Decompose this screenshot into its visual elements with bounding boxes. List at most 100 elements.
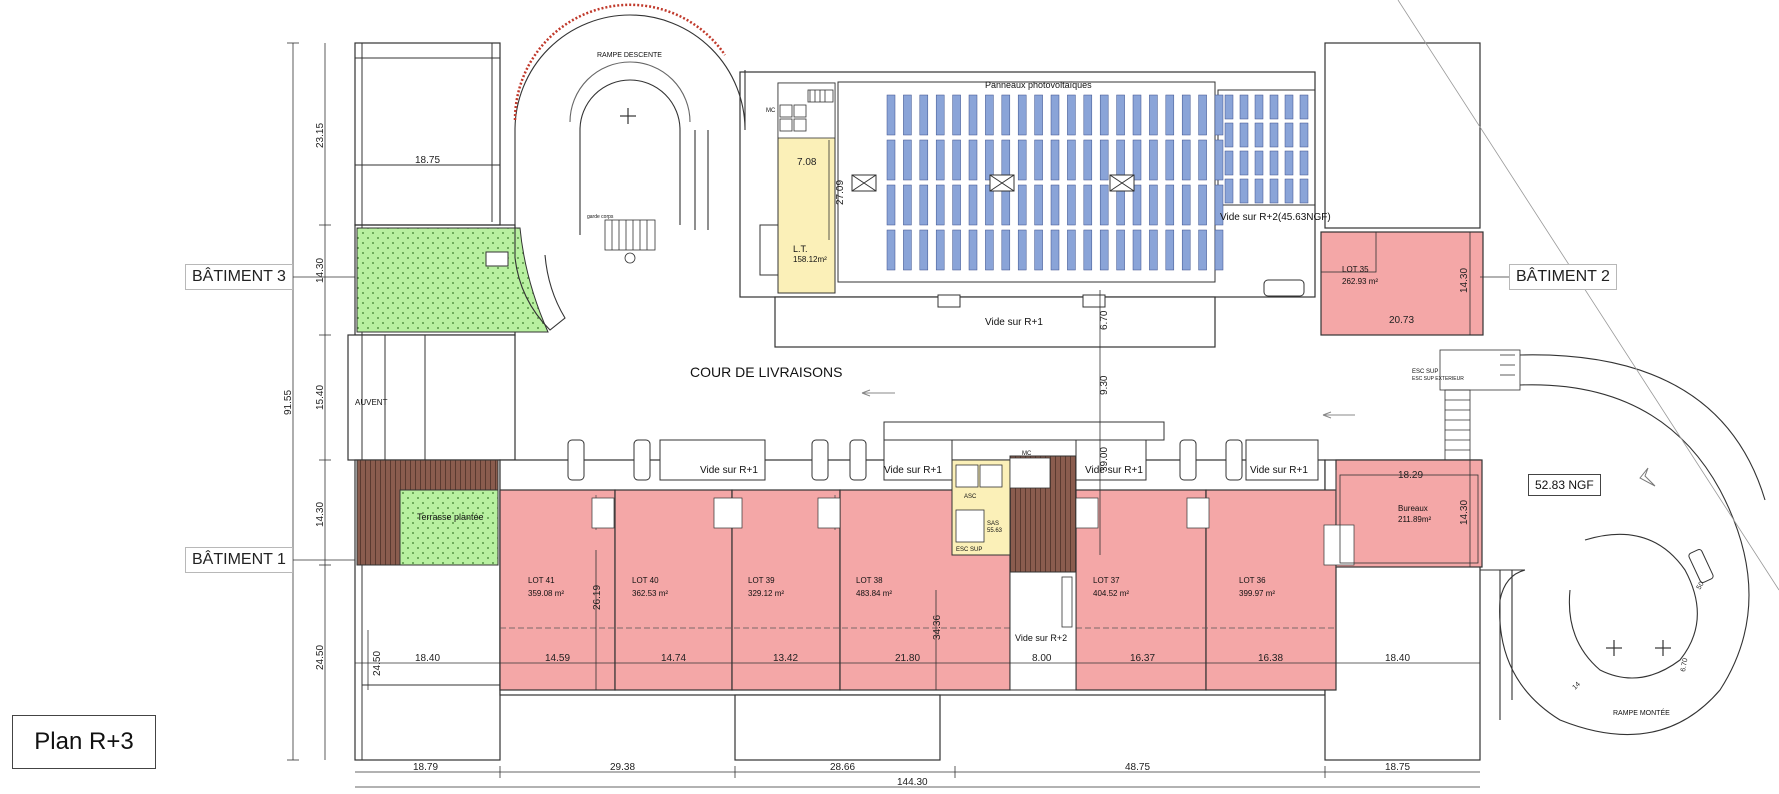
pv-panel [919, 94, 929, 136]
lot-36-name: LOT 36 [1239, 576, 1266, 585]
pv-panel [1224, 178, 1234, 204]
void-r1-roof-label: Vide sur R+1 [985, 317, 1043, 328]
lot-stairs [591, 497, 1355, 566]
pv-panel [1001, 229, 1011, 271]
bureaux-inner [1339, 474, 1479, 564]
pv-panel [1284, 178, 1294, 204]
pv-panel [1254, 94, 1264, 120]
dim-34-36: 34.36 [932, 615, 943, 640]
pv-panel [968, 229, 978, 271]
core-lift [955, 457, 1051, 543]
pv-panel [1239, 94, 1249, 120]
pv-panel [985, 94, 994, 136]
garde-corps-label: garde corps [587, 214, 614, 220]
pv-panel [1067, 139, 1076, 181]
pv-panel [1067, 94, 1076, 136]
pv-panel [1099, 184, 1109, 226]
pv-panel [1149, 229, 1158, 271]
pv-panel [935, 184, 945, 226]
esc-sup-b: ESC SUP [1412, 369, 1438, 375]
pv-panel [886, 184, 896, 226]
pv-panel [886, 139, 896, 181]
pv-panel [1099, 139, 1109, 181]
mc-top-label: MC [766, 108, 776, 114]
bureaux-name: Bureaux [1398, 504, 1428, 513]
dim-14-30-lot35: 14.30 [1459, 268, 1470, 293]
pv-panel [1165, 139, 1175, 181]
dim-16-37: 16.37 [1130, 653, 1155, 664]
pv-panel [952, 229, 961, 271]
pv-panel [968, 184, 978, 226]
lot-40-area: 362.53 m² [632, 589, 668, 598]
lot-38-area: 483.84 m² [856, 589, 892, 598]
pv-panel [1050, 229, 1060, 271]
dim-9-30: 9.30 [1099, 375, 1110, 395]
lot-35-area: 262.93 m² [1342, 277, 1378, 286]
pv-panel [935, 139, 945, 181]
void-r2-center-label: Vide sur R+2 [1015, 633, 1067, 643]
dim-b-18-75: 18.75 [1385, 762, 1410, 773]
descent-ramp [514, 14, 746, 331]
parking-space [1225, 439, 1243, 481]
dim-ramp-14: 14 [1571, 681, 1582, 692]
pv-panel [1149, 139, 1158, 181]
pv-panel [1299, 150, 1309, 176]
sas-area: 55.63 [987, 528, 1003, 534]
esc-sup-a: ESC SUP [956, 547, 982, 553]
auvent-label: AUVENT [355, 398, 388, 407]
pv-panel [1034, 229, 1043, 271]
pv-panel [1017, 139, 1027, 181]
pv-panel [1198, 139, 1207, 181]
pv-panel [1050, 94, 1060, 136]
parking-space [633, 439, 651, 481]
dim-v-14-30b: 14.30 [315, 502, 326, 527]
dim-7-08: 7.08 [797, 157, 817, 168]
terrace-b1 [399, 489, 499, 566]
pv-panel [1083, 184, 1093, 226]
pv-panel [1149, 184, 1158, 226]
courtyard-label: COUR DE LIVRAISONS [690, 364, 842, 380]
plan-labels: RAMPE DESCENTE RAMPE MONTÉE Panneaux pho… [355, 52, 1670, 717]
pv-panel [1239, 150, 1249, 176]
pv-panel [935, 94, 945, 136]
pv-panel [1083, 229, 1093, 271]
dim-b-18-79: 18.79 [413, 762, 438, 773]
pv-panel-array [886, 94, 1309, 271]
descent-ramp-railing [513, 3, 727, 121]
pv-panel [919, 184, 929, 226]
dim-14-59: 14.59 [545, 653, 570, 664]
ngf-level: 52.83 NGF [1528, 474, 1601, 496]
void-r2-center-slot [1061, 576, 1073, 628]
pv-panel [1181, 229, 1191, 271]
void-r2-roof-label: Vide sur R+2(45.63NGF) [1220, 212, 1331, 223]
pv-panel [1116, 229, 1125, 271]
dim-14-30-bur: 14.30 [1459, 500, 1470, 525]
pv-panel [1083, 94, 1093, 136]
ramp-stair-b3 [604, 219, 656, 264]
pv-panel [903, 184, 912, 226]
pv-panel [1099, 229, 1109, 271]
pv-panel [1214, 184, 1224, 226]
dim-b-144-30: 144.30 [897, 777, 928, 788]
pv-panel [985, 139, 994, 181]
parking-space [1179, 439, 1197, 481]
parking-ramp [1688, 549, 1714, 583]
dim-8-00: 8.00 [1032, 653, 1052, 664]
dim-v-24-50: 24.50 [315, 645, 326, 670]
lt-label: L.T. [793, 244, 808, 254]
dim-18-40-r: 18.40 [1385, 653, 1410, 664]
pv-panel [1017, 229, 1027, 271]
pv-panel [1299, 94, 1309, 120]
ascent-ramp [1397, 0, 1779, 736]
lot-37-area: 404.52 m² [1093, 589, 1129, 598]
dim-21-80: 21.80 [895, 653, 920, 664]
pv-panel [1083, 139, 1093, 181]
building-3-tag: BÂTIMENT 3 [185, 264, 293, 290]
dimension-lines [280, 42, 1515, 788]
lot-38-name: LOT 38 [856, 576, 883, 585]
void-b2-label: Vide sur R+1 [884, 465, 942, 476]
dim-14-74: 14.74 [661, 653, 686, 664]
pv-panel [1284, 150, 1294, 176]
pv-panel [1239, 122, 1249, 148]
pv-panel [968, 139, 978, 181]
